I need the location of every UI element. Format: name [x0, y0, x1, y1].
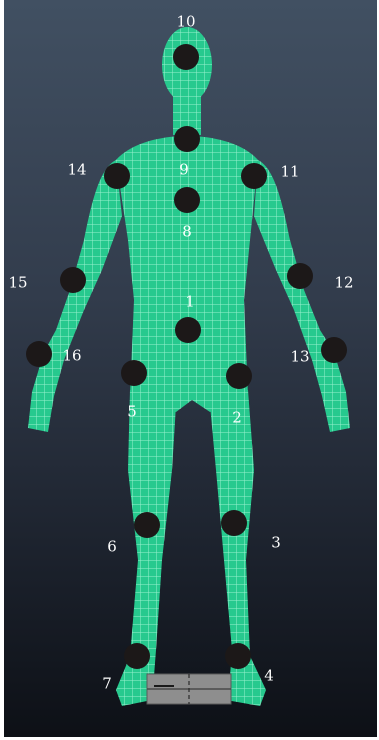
joint-label-11: 11 — [280, 165, 299, 180]
joint-label-12: 12 — [334, 276, 353, 291]
joint-label-13: 13 — [290, 350, 309, 365]
joint-label-7: 7 — [102, 677, 112, 692]
mesh-body — [4, 0, 377, 737]
joint-label-14: 14 — [67, 163, 86, 178]
joint-label-9: 9 — [179, 163, 189, 178]
joint-label-8: 8 — [182, 225, 192, 240]
joint-marker-9[interactable] — [174, 126, 200, 152]
3d-viewport[interactable]: 1 2 3 4 5 6 7 8 9 10 11 12 13 14 15 16 — [4, 0, 377, 737]
joint-marker-1[interactable] — [175, 317, 201, 343]
joint-label-6: 6 — [107, 540, 117, 555]
joint-label-15: 15 — [8, 276, 27, 291]
joint-marker-15[interactable] — [60, 267, 86, 293]
joint-label-4: 4 — [264, 669, 274, 684]
human-mesh-model — [4, 0, 377, 737]
joint-marker-13[interactable] — [321, 337, 347, 363]
joint-marker-2[interactable] — [226, 363, 252, 389]
joint-marker-4[interactable] — [225, 643, 251, 669]
joint-label-5: 5 — [127, 405, 137, 420]
joint-label-3: 3 — [271, 536, 281, 551]
joint-marker-3[interactable] — [221, 510, 247, 536]
joint-marker-14[interactable] — [104, 163, 130, 189]
joint-marker-8[interactable] — [174, 187, 200, 213]
joint-label-1: 1 — [185, 295, 195, 310]
joint-marker-6[interactable] — [134, 512, 160, 538]
floor-plate — [147, 674, 231, 704]
joint-marker-7[interactable] — [124, 643, 150, 669]
joint-marker-11[interactable] — [241, 163, 267, 189]
joint-marker-12[interactable] — [287, 263, 313, 289]
joint-label-10: 10 — [176, 15, 195, 30]
joint-label-2: 2 — [232, 411, 242, 426]
joint-marker-16[interactable] — [26, 341, 52, 367]
joint-marker-10[interactable] — [173, 44, 199, 70]
joint-label-16: 16 — [62, 349, 81, 364]
joint-marker-5[interactable] — [121, 360, 147, 386]
